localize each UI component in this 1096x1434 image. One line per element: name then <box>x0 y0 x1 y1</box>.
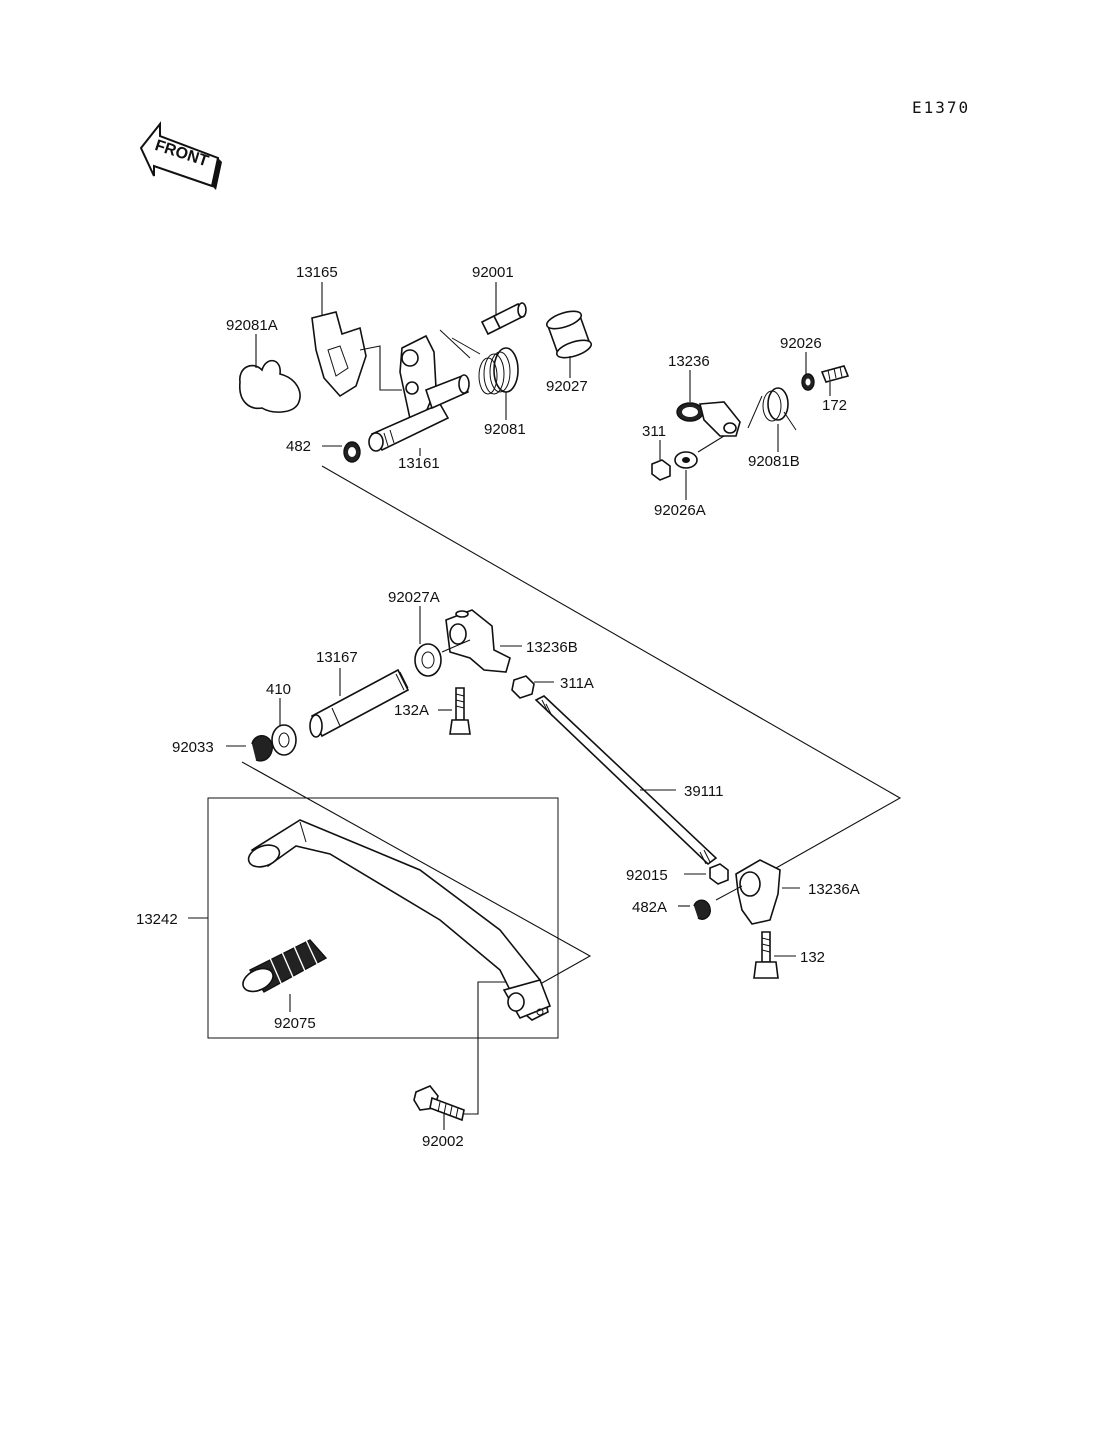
label-92027: 92027 <box>546 378 588 395</box>
bolt-92002 <box>413 1085 465 1122</box>
label-13161: 13161 <box>398 455 440 472</box>
bolt-132A <box>449 687 471 735</box>
label-92081B: 92081B <box>748 453 800 470</box>
clamp-13236B <box>441 609 511 673</box>
nut-311A <box>511 675 535 699</box>
spring-92081 <box>439 329 519 395</box>
label-410: 410 <box>266 681 291 698</box>
label-92027A: 92027A <box>388 589 440 606</box>
arm-13236 <box>676 401 741 437</box>
nut-92015 <box>709 863 729 885</box>
nut-311 <box>651 459 671 481</box>
spring-92081B <box>747 387 797 431</box>
label-311A: 311A <box>560 675 594 692</box>
label-172: 172 <box>822 397 847 414</box>
bolt-172 <box>820 365 850 383</box>
label-92033: 92033 <box>172 739 214 756</box>
circlip-482A <box>693 899 712 920</box>
pin-92001 <box>480 302 527 336</box>
pedal-set-box <box>207 797 559 1039</box>
collar-92027 <box>545 310 593 359</box>
label-13167: 13167 <box>316 649 358 666</box>
label-92002: 92002 <box>422 1133 464 1150</box>
shaft-13167 <box>309 668 410 738</box>
label-92015: 92015 <box>626 867 668 884</box>
label-92026: 92026 <box>780 335 822 352</box>
label-39111: 39111 <box>684 783 724 800</box>
label-92081: 92081 <box>484 421 526 438</box>
circlip-92033 <box>251 735 273 762</box>
label-482: 482 <box>286 438 311 455</box>
label-311: 311 <box>642 423 666 440</box>
tie-rod-39111 <box>534 695 718 866</box>
bolt-132 <box>753 931 779 979</box>
plate-13165 <box>311 311 367 398</box>
label-92081A: 92081A <box>226 317 278 334</box>
label-13236B: 13236B <box>526 639 578 656</box>
label-92026A: 92026A <box>654 502 706 519</box>
shift-pedal-13242 <box>247 819 552 1021</box>
label-482A: 482A <box>632 899 667 916</box>
label-13236A: 13236A <box>808 881 860 898</box>
label-92075: 92075 <box>274 1015 316 1032</box>
shift-shaft-13161 <box>368 334 470 452</box>
label-13165: 13165 <box>296 264 338 281</box>
label-132: 132 <box>800 949 825 966</box>
gasket-92081A <box>239 359 301 413</box>
label-13236: 13236 <box>668 353 710 370</box>
front-arrow-icon: FRONT <box>139 121 222 190</box>
label-132A: 132A <box>394 702 429 719</box>
assembly-connector <box>321 465 902 869</box>
rubber-92075 <box>242 939 328 993</box>
clamp-13236A <box>715 859 781 925</box>
drawing-code: E1370 <box>912 98 970 117</box>
label-92001: 92001 <box>472 264 514 281</box>
label-13242: 13242 <box>136 911 178 928</box>
